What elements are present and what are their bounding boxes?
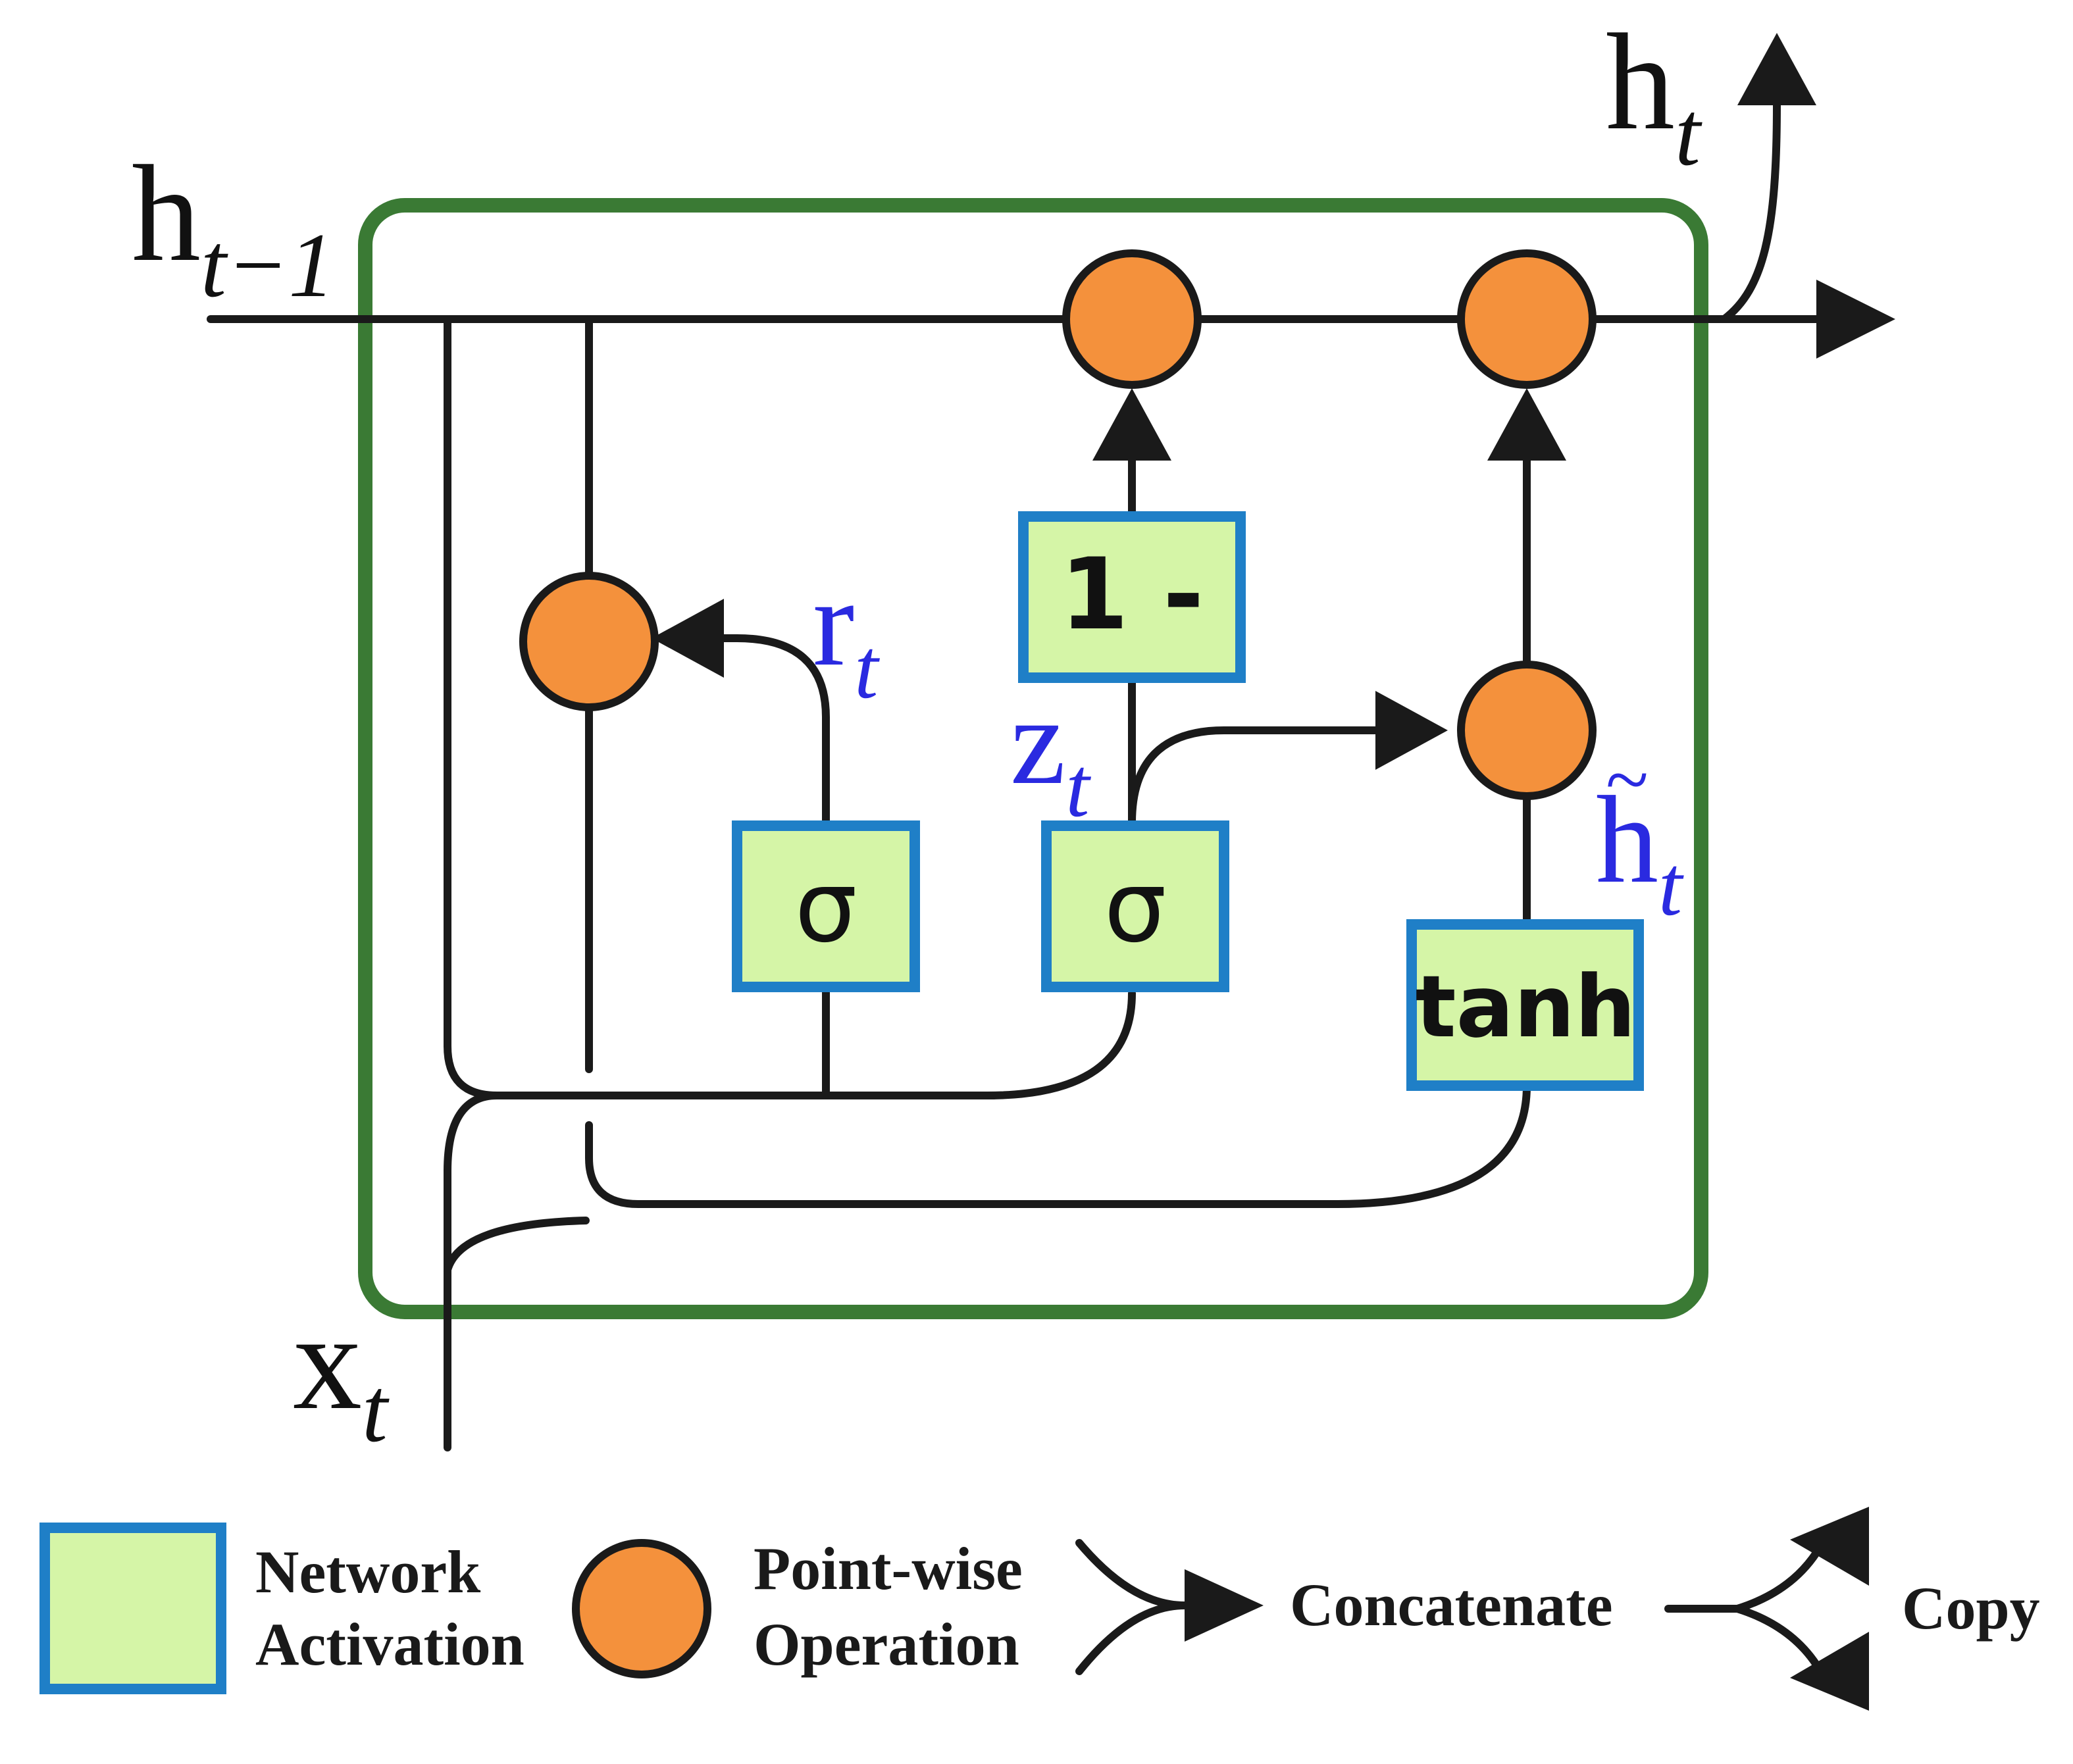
h-out-label: ht [1606,6,1702,185]
reset-gate-label: rt [813,554,880,717]
candidate-arrowhead [1487,388,1566,461]
update-sigma-label: σ [1104,850,1166,965]
output-add-node [1457,249,1597,389]
tanh-input-curve [1332,1082,1531,1208]
tanh-box [1406,919,1644,1091]
candidate-multiply-node [1457,661,1597,800]
legend-copy-arrowhead-top [1790,1507,1869,1586]
reset-sigma-box [732,820,920,992]
x-input-split-lower [444,1217,590,1274]
update-multiply-node [1062,249,1202,389]
one-minus-box [1018,511,1246,683]
legend-concatenate-glyph-bottom [1075,1601,1189,1675]
update-candidate-arrowhead [1375,691,1448,770]
legend-network-activation-swatch [39,1523,226,1694]
reset-multiply-node [519,572,659,711]
gate-bus-to-update [983,990,1136,1099]
reset-gate-output [694,634,830,826]
candidate-state-label: ht [1596,771,1684,934]
output-arrowhead [1737,33,1816,105]
legend-concatenate-label: Concatenate [1290,1571,1613,1638]
legend-network-activation-line1: Network [255,1538,481,1605]
h-prev-drop-outer-curve [444,1042,501,1099]
legend-copy-label: Copy [1902,1575,2040,1642]
update-sigma-box [1041,820,1229,992]
legend-copy-arrowhead-bottom [1790,1632,1869,1711]
legend-pointwise-swatch [572,1539,711,1678]
hidden-state-arrowhead [1816,280,1895,359]
legend-copy-glyph-top [1733,1549,1820,1613]
tanh-label: tanh [1416,957,1636,1057]
legend-pointwise-line1: Point-wise [754,1535,1023,1602]
legend-concatenate-glyph-top [1075,1539,1189,1609]
x-input-label: xt [293,1286,390,1461]
candidate-tilde: ~ [1606,736,1649,823]
output-branch-wire [1720,101,1781,323]
legend: Network Activation Point-wise Operation … [39,1507,2040,1711]
update-to-candidate-mult [1128,726,1393,826]
one-minus-label: 1 - [1060,538,1204,652]
legend-pointwise-line2: Operation [754,1611,1019,1678]
reset-mult-to-tanh-curve [585,1121,1340,1208]
legend-concatenate-arrowhead [1185,1569,1264,1642]
legend-network-activation-line2: Activation [255,1611,525,1678]
legend-copy-glyph-bottom [1733,1605,1820,1669]
h-prev-label: ht−1 [132,138,334,316]
reset-sigma-label: σ [794,850,857,965]
gru-cell-boundary [358,198,1708,1319]
one-minus-arrowhead [1092,388,1171,461]
update-gate-label: zt [1010,672,1091,835]
reset-arrowhead [652,599,724,678]
x-input-split-upper [444,1092,501,1175]
